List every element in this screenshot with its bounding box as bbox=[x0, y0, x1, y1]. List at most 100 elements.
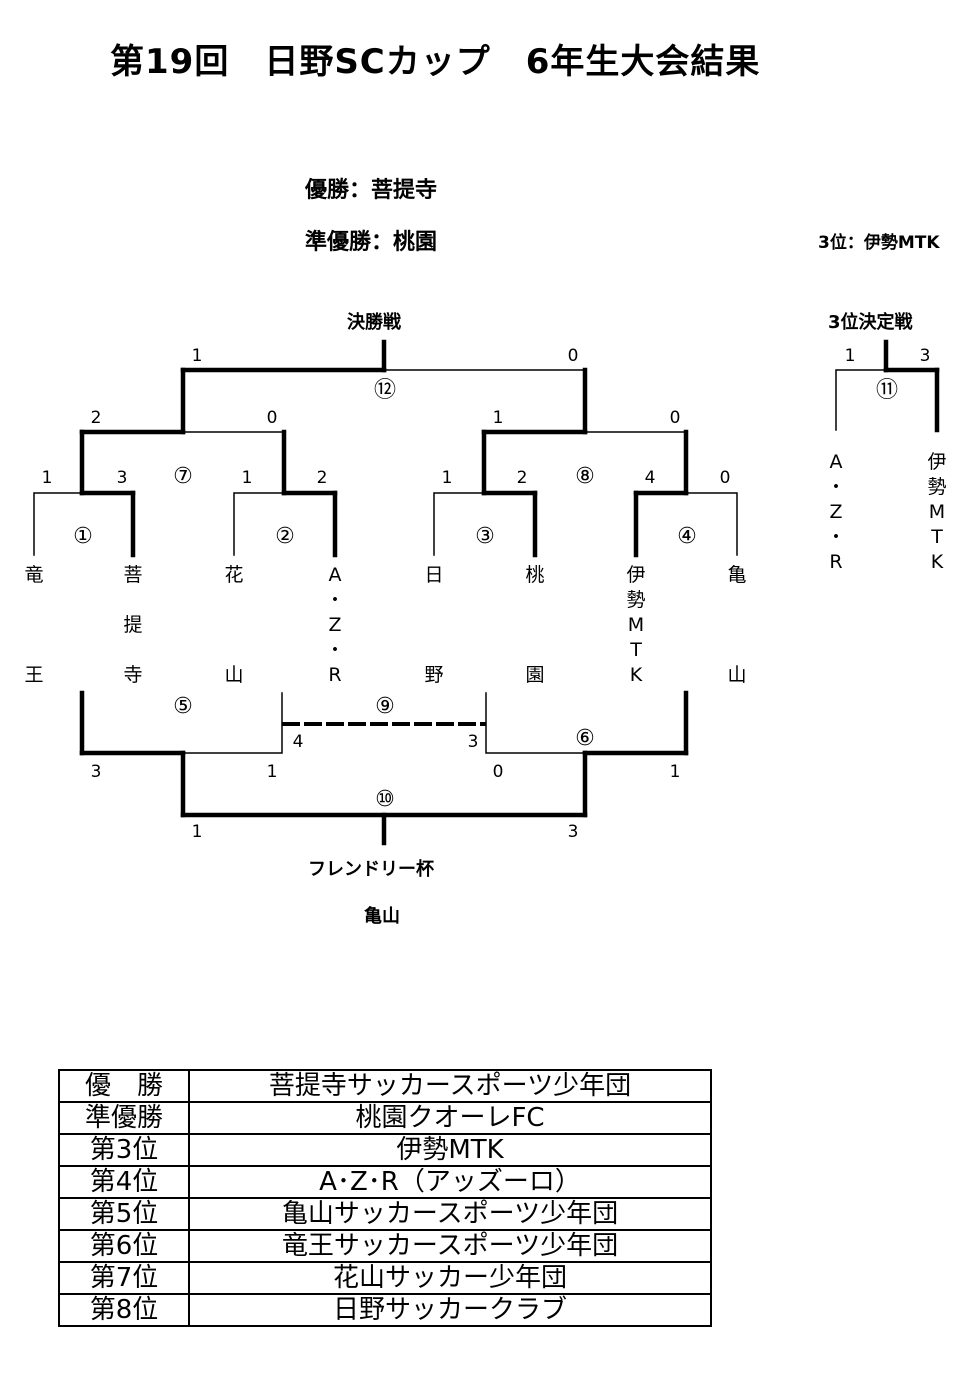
match-number-9: ⑨ bbox=[375, 694, 395, 719]
team-cell: 花山サッカー少年団 bbox=[188, 1261, 712, 1295]
team-char: 花 bbox=[224, 564, 244, 586]
team-char: 伊 bbox=[626, 564, 646, 586]
team-char bbox=[521, 588, 549, 663]
team-azr: A ・ Z ・ R bbox=[321, 563, 349, 688]
team-cell: A･Z･R（アッズーロ） bbox=[188, 1165, 712, 1199]
team-hanayama: 花 山 bbox=[220, 563, 248, 688]
score-m12-right: 0 bbox=[567, 346, 579, 366]
score-m2-right: 2 bbox=[316, 468, 328, 488]
score-m3-right: 2 bbox=[516, 468, 528, 488]
rank-cell: 第6位 bbox=[58, 1229, 190, 1263]
score-m7-left: 2 bbox=[90, 408, 102, 428]
rank-cell: 第8位 bbox=[58, 1293, 190, 1327]
team-char: 菩 bbox=[123, 564, 143, 586]
team-cell: 伊勢MTK bbox=[188, 1133, 712, 1167]
third-match-team-azr: A ・ Z ・ R bbox=[822, 450, 850, 575]
team-char: 王 bbox=[24, 664, 44, 686]
page-title: 第19回 日野SCカップ 6年生大会結果 bbox=[110, 42, 761, 82]
rank-cell: 優 勝 bbox=[58, 1069, 190, 1103]
team-char: 提 bbox=[123, 614, 143, 636]
team-char: 山 bbox=[224, 664, 244, 686]
score-m11-right: 3 bbox=[919, 346, 931, 366]
rank-cell: 第3位 bbox=[58, 1133, 190, 1167]
team-momozono: 桃 園 bbox=[521, 563, 549, 688]
match-number-3: ③ bbox=[475, 524, 495, 549]
match-number-6: ⑥ bbox=[575, 726, 595, 751]
final-label: 決勝戦 bbox=[347, 312, 401, 333]
team-cell: 亀山サッカースポーツ少年団 bbox=[188, 1197, 712, 1231]
score-m4-left: 4 bbox=[644, 468, 656, 488]
score-m6-left: 0 bbox=[492, 762, 504, 782]
team-bodaiji: 菩 提 寺 bbox=[119, 563, 147, 688]
team-char bbox=[20, 588, 48, 663]
team-char: 勢 bbox=[927, 476, 947, 498]
match-number-10: ⑩ bbox=[375, 787, 395, 812]
team-char: M bbox=[627, 614, 645, 636]
team-char: ・ bbox=[325, 589, 345, 611]
team-char bbox=[723, 588, 751, 663]
team-cell: 竜王サッカースポーツ少年団 bbox=[188, 1229, 712, 1263]
team-char: 竜 bbox=[24, 564, 44, 586]
team-char: 伊 bbox=[927, 451, 947, 473]
score-m9-left: 4 bbox=[292, 732, 304, 752]
team-cell: 菩提寺サッカースポーツ少年団 bbox=[188, 1069, 712, 1103]
match-number-8: ⑧ bbox=[575, 464, 595, 489]
match-number-12: ⑫ bbox=[373, 378, 396, 403]
tournament-bracket bbox=[33, 339, 940, 846]
score-m5-right: 1 bbox=[266, 762, 278, 782]
friendly-cup-label: フレンドリー杯 bbox=[308, 859, 434, 880]
third-place-line: 3位：伊勢MTK bbox=[818, 233, 940, 253]
team-char: ・ bbox=[826, 526, 846, 548]
score-m8-right: 0 bbox=[669, 408, 681, 428]
score-m5-left: 3 bbox=[90, 762, 102, 782]
table-row: 第5位 亀山サッカースポーツ少年団 bbox=[58, 1197, 712, 1231]
match-number-2: ② bbox=[275, 524, 295, 549]
score-m10-right: 3 bbox=[567, 822, 579, 842]
team-char: A bbox=[829, 451, 843, 473]
team-char: T bbox=[931, 526, 943, 548]
table-row: 優 勝 菩提寺サッカースポーツ少年団 bbox=[58, 1069, 712, 1103]
runnerup-line: 準優勝：桃園 bbox=[305, 230, 438, 255]
team-char: 日 bbox=[424, 564, 444, 586]
team-char: R bbox=[328, 664, 342, 686]
score-m10-left: 1 bbox=[191, 822, 203, 842]
table-row: 第3位 伊勢MTK bbox=[58, 1133, 712, 1167]
match-number-7: ⑦ bbox=[173, 464, 193, 489]
team-char: Z bbox=[328, 614, 342, 636]
score-m2-left: 1 bbox=[241, 468, 253, 488]
team-char: K bbox=[930, 551, 944, 573]
table-row: 準優勝 桃園クオーレFC bbox=[58, 1101, 712, 1135]
table-row: 第6位 竜王サッカースポーツ少年団 bbox=[58, 1229, 712, 1263]
team-char: ・ bbox=[826, 476, 846, 498]
team-char: 野 bbox=[424, 664, 444, 686]
match-number-4: ④ bbox=[677, 524, 697, 549]
team-char: 園 bbox=[525, 664, 545, 686]
team-cell: 日野サッカークラブ bbox=[188, 1293, 712, 1327]
table-row: 第7位 花山サッカー少年団 bbox=[58, 1261, 712, 1295]
score-m12-left: 1 bbox=[191, 346, 203, 366]
score-m8-left: 1 bbox=[492, 408, 504, 428]
team-ise-mtk: 伊 勢 M T K bbox=[622, 563, 650, 688]
score-m4-right: 0 bbox=[719, 468, 731, 488]
team-char: M bbox=[928, 501, 946, 523]
score-m1-right: 3 bbox=[116, 468, 128, 488]
score-m1-left: 1 bbox=[41, 468, 53, 488]
winner-line: 優勝：菩提寺 bbox=[305, 178, 438, 203]
team-cell: 桃園クオーレFC bbox=[188, 1101, 712, 1135]
rank-cell: 第7位 bbox=[58, 1261, 190, 1295]
team-char: 勢 bbox=[626, 589, 646, 611]
match-number-11: ⑪ bbox=[875, 378, 898, 403]
team-char: K bbox=[629, 664, 643, 686]
score-m9-right: 3 bbox=[467, 732, 479, 752]
team-char: 亀 bbox=[727, 564, 747, 586]
score-m11-left: 1 bbox=[844, 346, 856, 366]
team-char: Z bbox=[829, 501, 843, 523]
team-char bbox=[420, 588, 448, 663]
score-m6-right: 1 bbox=[669, 762, 681, 782]
results-table: 優 勝 菩提寺サッカースポーツ少年団 準優勝 桃園クオーレFC 第3位 伊勢MT… bbox=[58, 1069, 712, 1327]
rank-cell: 第4位 bbox=[58, 1165, 190, 1199]
team-char: T bbox=[630, 639, 642, 661]
friendly-cup-winner: 亀山 bbox=[364, 906, 400, 927]
team-kameyama: 亀 山 bbox=[723, 563, 751, 688]
team-hino: 日 野 bbox=[420, 563, 448, 688]
